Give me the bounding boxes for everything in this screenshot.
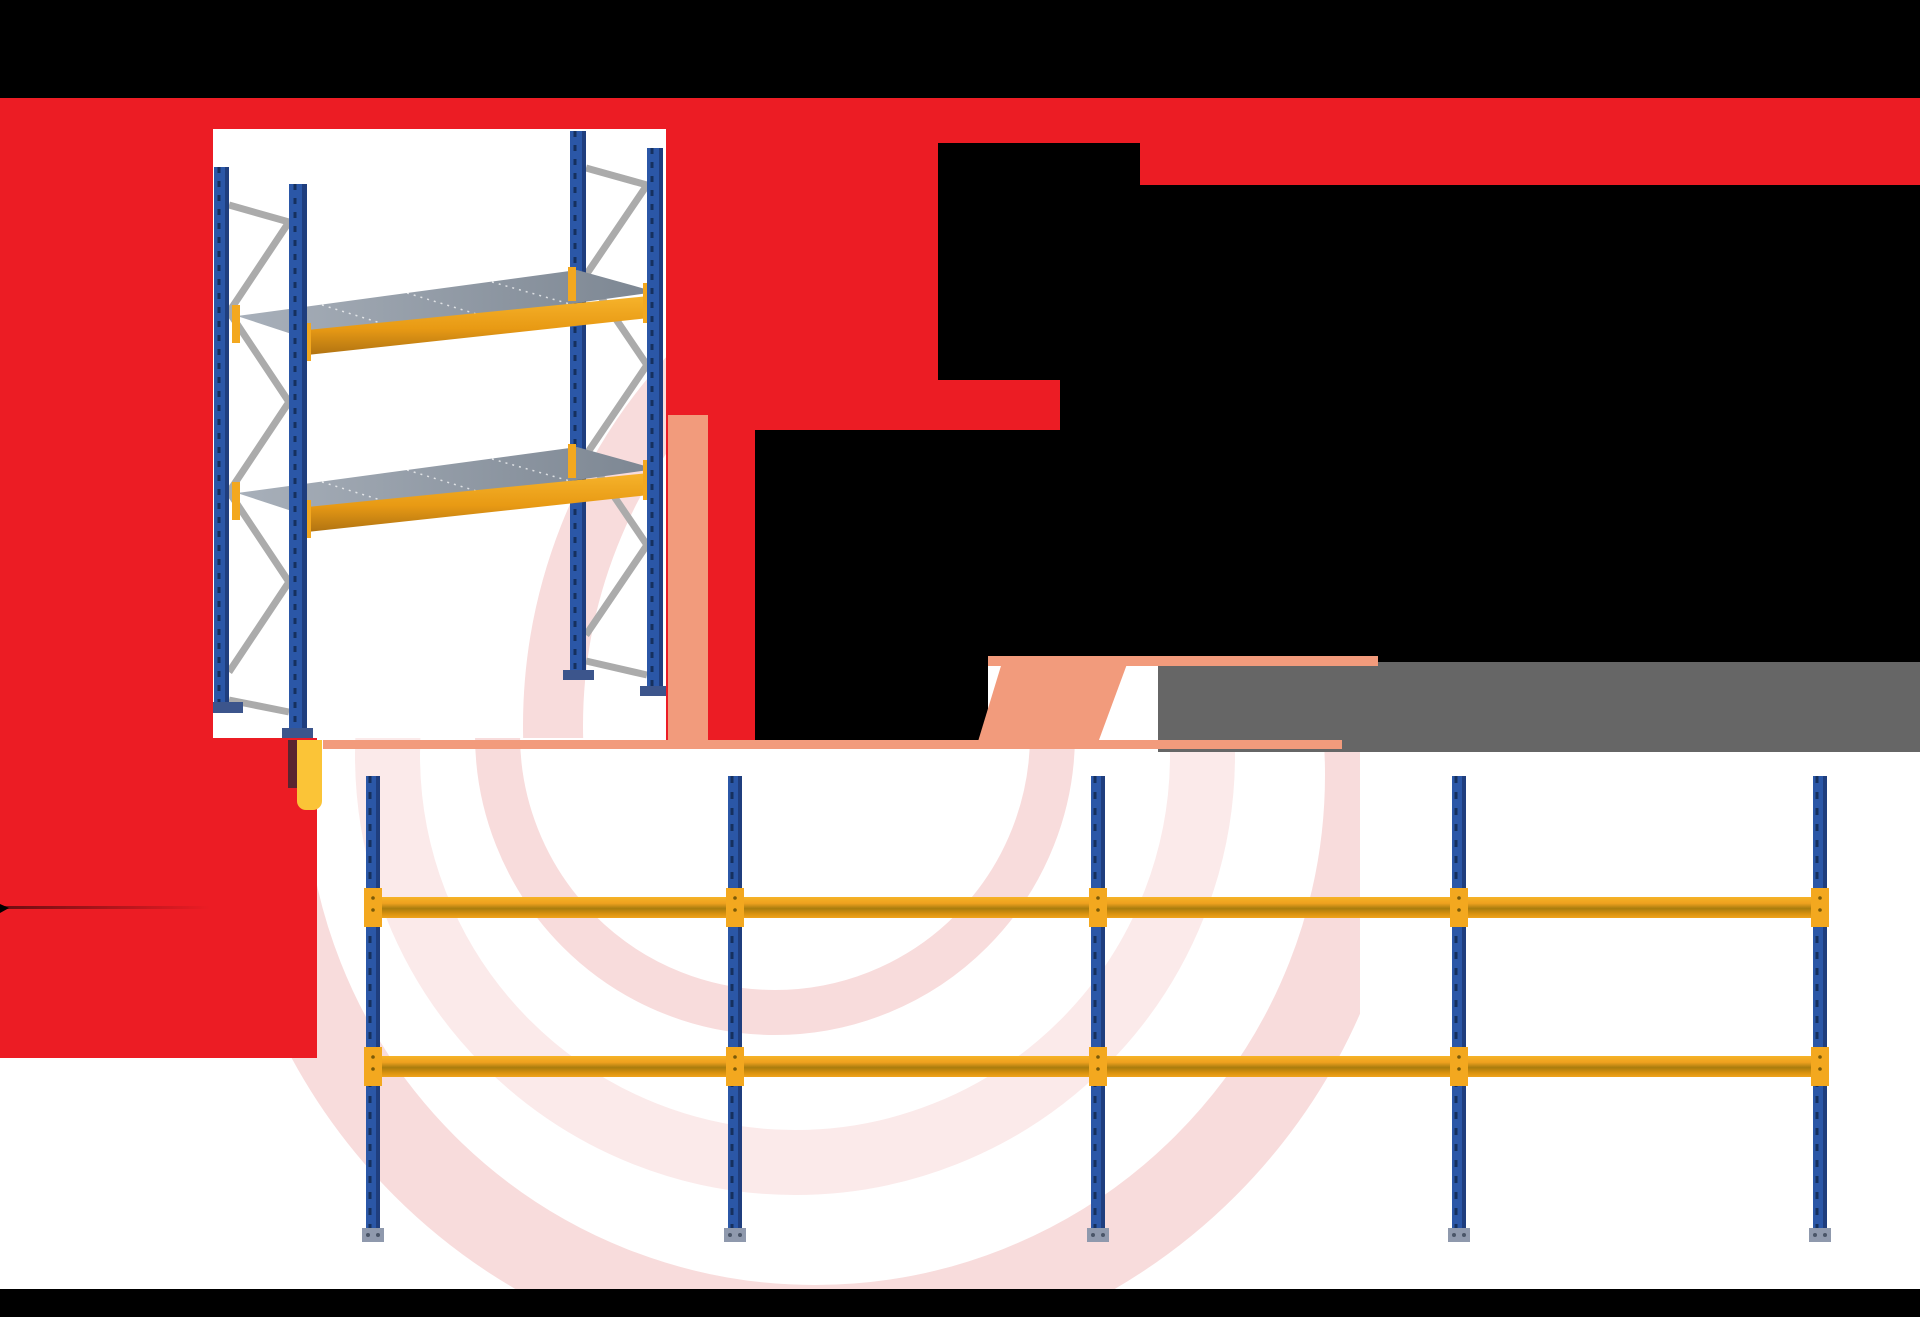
right-frame-bracing [583,164,650,679]
salmon-vertical-accent [668,415,708,740]
front-uprights [282,148,666,738]
dark-accent-tab [288,740,297,788]
header-bar [0,0,1920,98]
left-frame-bracing [226,201,292,716]
yellow-accent-tab [297,740,322,810]
red-panel-left [0,185,213,738]
edge-wedge [0,904,9,913]
red-panel-middle [666,185,938,430]
salmon-underline-accent [323,740,1342,749]
run-connectors [364,888,1829,1086]
racking-run-illustration [350,770,1850,1260]
footer-bar [0,1289,1920,1317]
subheading-text-block [1158,662,1920,752]
back-uprights [213,131,594,713]
red-seam-line [0,906,210,909]
red-panel-left-lower [0,738,317,1058]
red-panel-pocket [938,380,1060,430]
product-photo-box [213,129,666,738]
shelf-level-1 [232,267,657,361]
salmon-top-accent [988,656,1378,666]
hero-racking-bay-illustration [213,131,666,738]
racking-run-svg [362,776,1831,1242]
run-uprights [362,776,1831,1242]
